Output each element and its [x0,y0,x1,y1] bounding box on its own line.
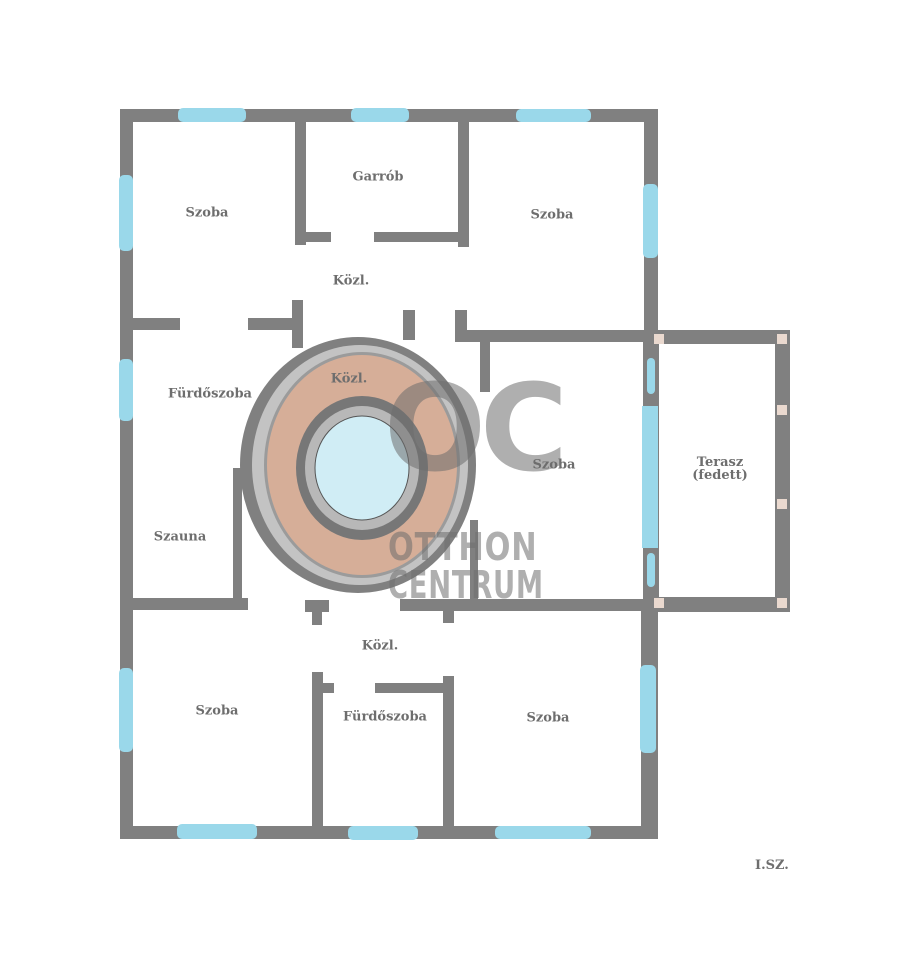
room-label-szoba-bottom-right: Szoba [526,710,570,726]
wall-bath-left [312,672,323,834]
terrace-sublabel: (fedett) [692,468,748,483]
wall-terrace-right [775,330,790,612]
room-label-garrob: Garrób [352,169,404,185]
terrace-label: Terasz [696,455,744,470]
window [640,665,656,753]
wall-midright-left-lower [470,520,478,605]
window [642,406,658,548]
room-label-kozl-top: Közl. [332,273,370,289]
terrace-post [777,499,787,509]
wall-wardrobe-left [295,109,306,245]
wall-terrace-top [650,330,790,344]
wall-hall-left-stub [292,300,303,348]
terrace-post [777,598,787,608]
wall-bath-right [443,676,454,834]
wall-topleft-bottom-a [120,318,180,330]
wall-bath-top-a [312,683,334,693]
window [643,184,658,258]
window [177,824,257,839]
wall-hall-bottom-stub-b [312,605,322,625]
wall-sauna-right [233,468,242,608]
window [647,553,655,587]
wall-topright-left-stub [455,310,467,342]
window [647,358,655,394]
terrace-post [654,334,664,344]
window [516,109,591,122]
room-label-kozl-stair: Közl. [330,371,368,387]
room-label-szoba-top-right: Szoba [530,207,574,223]
window [348,826,418,840]
wall-hall-right-stub [443,605,454,623]
room-label-furdoszoba-left: Fürdőszoba [168,386,252,402]
floor-label: I.SZ. [755,858,789,873]
room-label-kozl-bottom: Közl. [361,638,399,654]
wall-midright-left [480,342,490,392]
wall-outer-left [120,109,133,839]
wall-wardrobe-bottom-b [374,232,468,242]
window [119,175,133,251]
room-label-szoba-top-left: Szoba [185,205,229,221]
terrace-post [777,405,787,415]
window [119,668,133,752]
wall-wardrobe-bottom-a [295,232,331,242]
room-label-szoba-mid-right: Szoba [532,457,576,473]
room-label-szauna: Szauna [153,529,207,545]
wall-terrace-bottom [650,597,790,612]
watermark-logo: OC [384,360,568,499]
room-label-furdoszoba-bottom: Fürdőszoba [343,709,427,725]
wall-topleft-bottom-b [248,318,298,330]
watermark-line1: OTTHON [388,525,538,569]
window [351,108,409,122]
window [178,108,246,122]
watermark-line2: CENTRUM [388,563,544,607]
wall-sauna-bottom [120,598,248,610]
wall-wardrobe-right [458,109,469,247]
terrace-post [654,598,664,608]
room-label-szoba-bottom-left: Szoba [195,703,239,719]
terrace-post [777,334,787,344]
wall-topright-bottom [458,330,658,342]
window [119,359,133,421]
wall-hall-mid-stub [403,310,415,340]
wall-midright-bottom [400,599,658,611]
wall-bath-top-b [375,683,453,693]
window [495,826,591,839]
room-label-terasz: Terasz (fedett) [692,456,748,482]
